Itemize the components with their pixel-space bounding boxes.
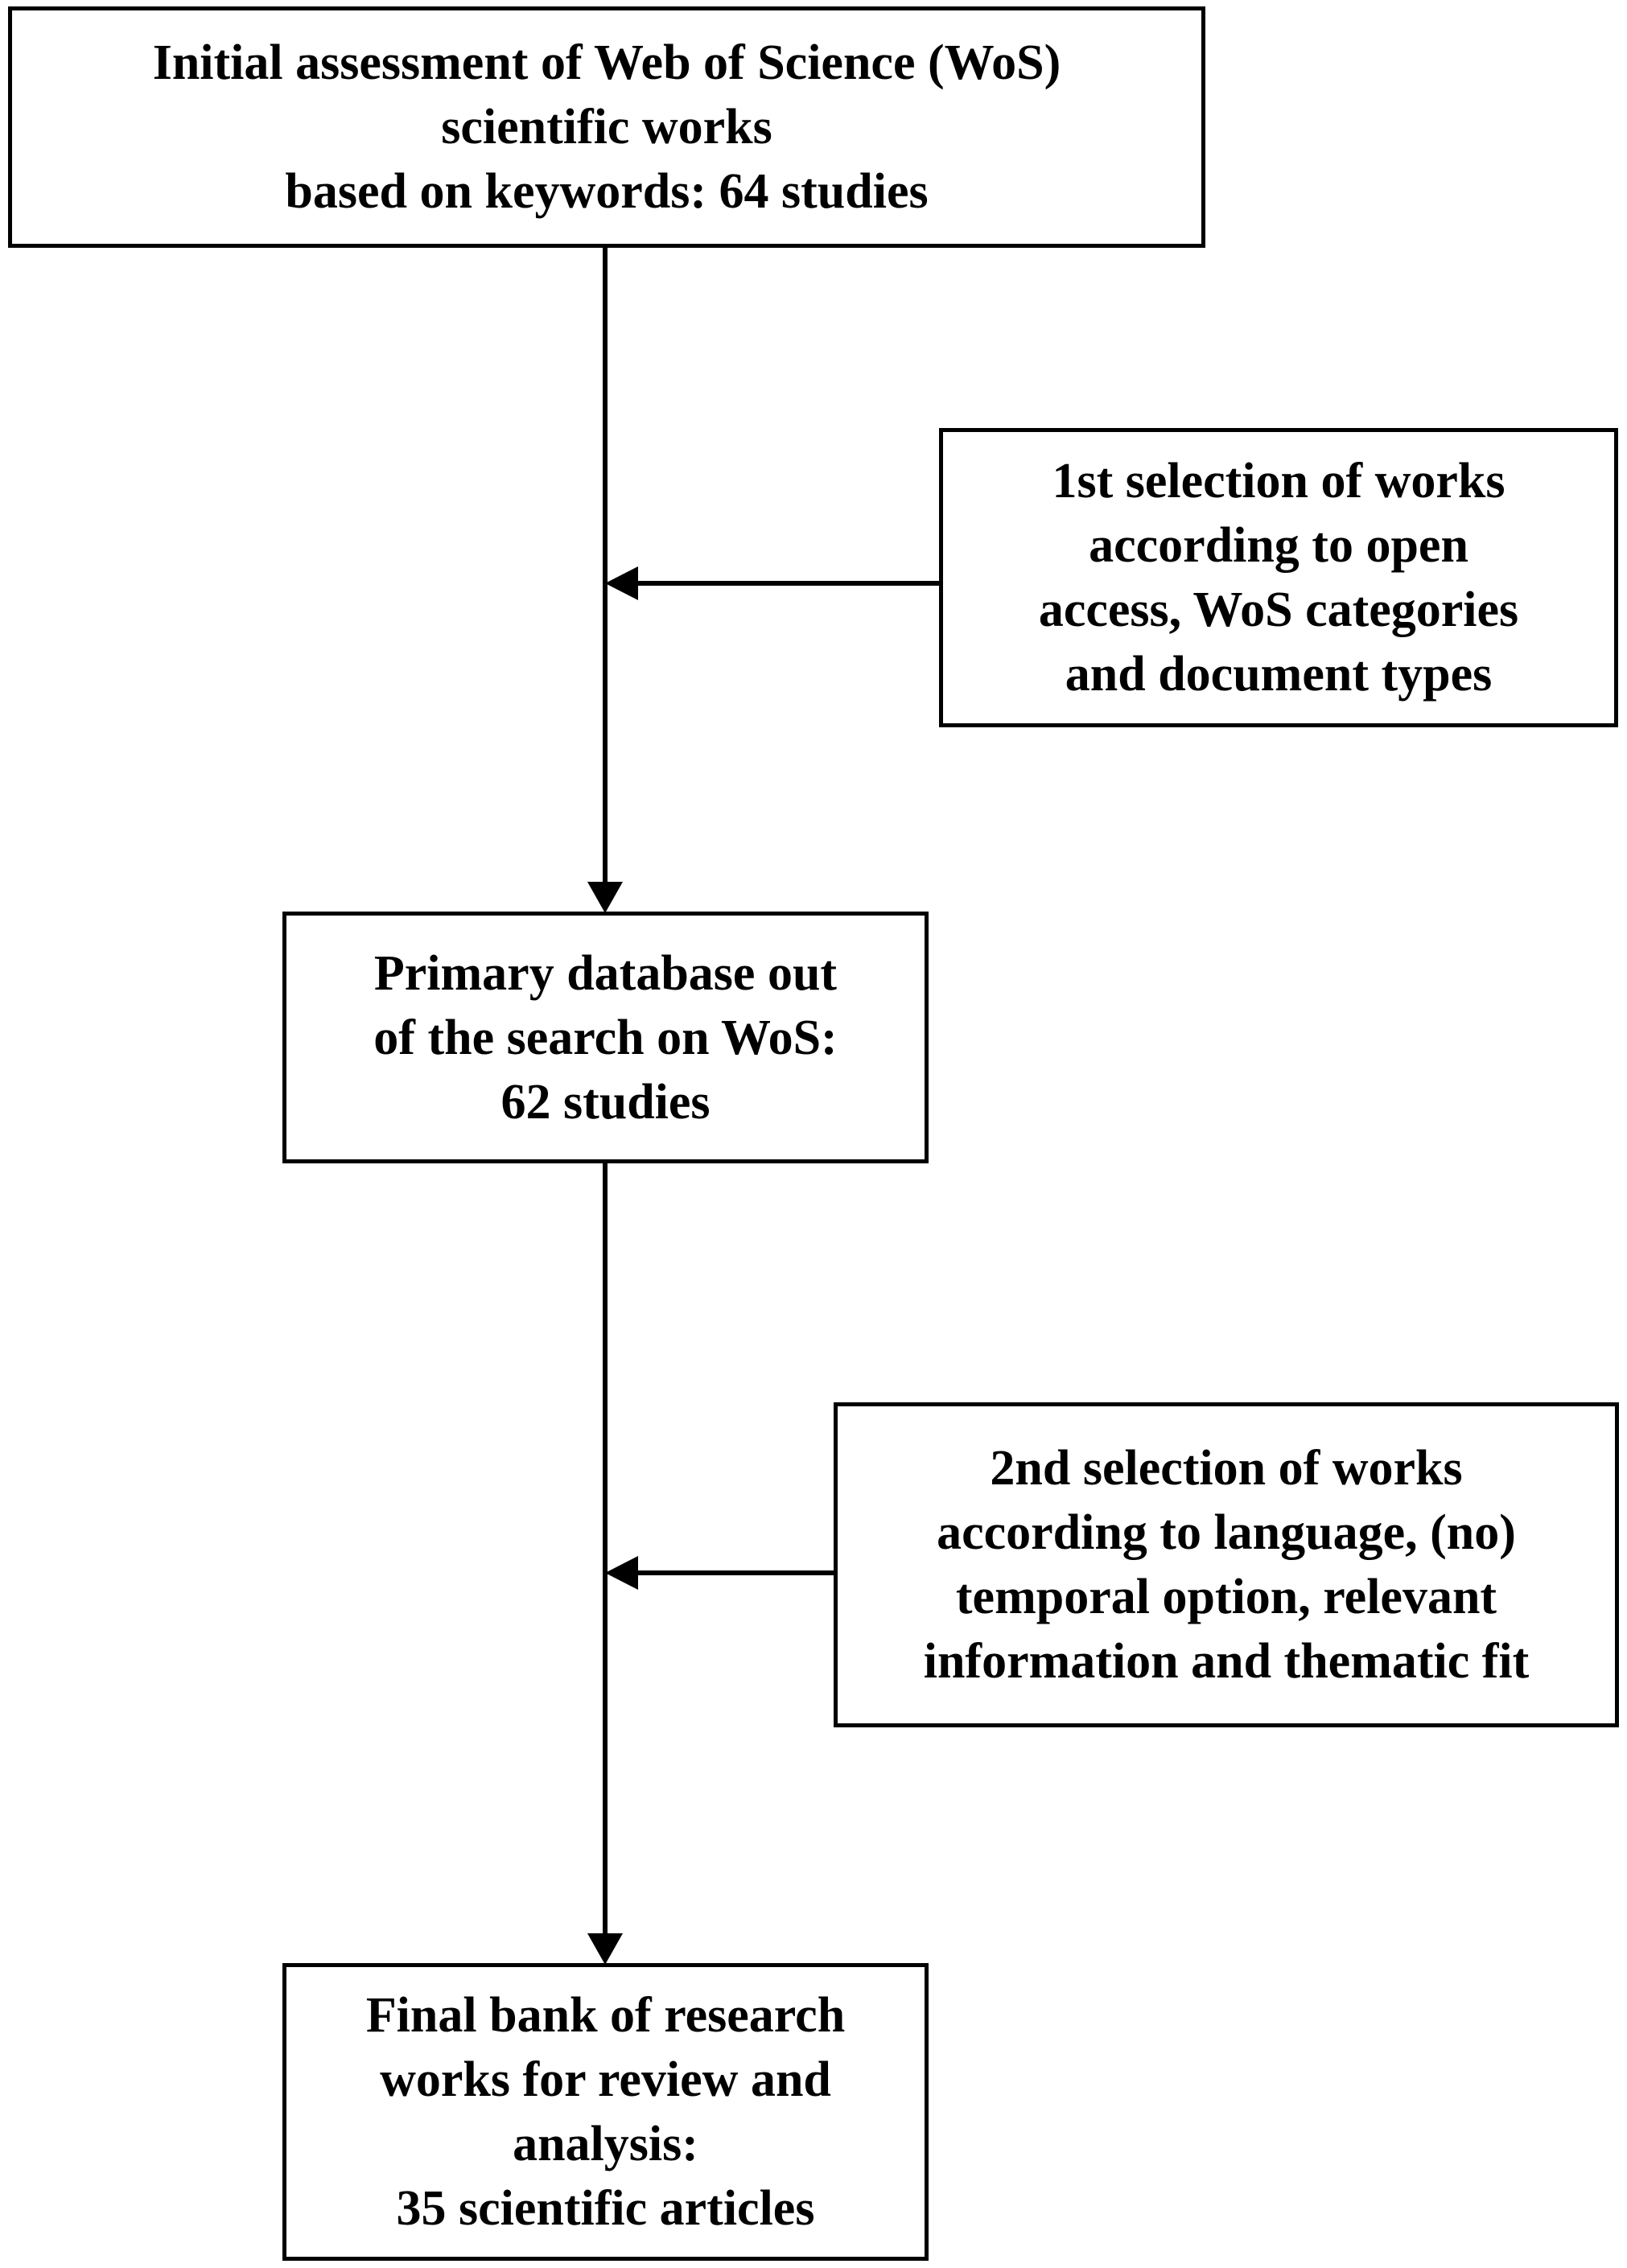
box-second-selection-line-4: information and thematic fit [923,1634,1530,1689]
box-final-bank-line-4: 35 scientific articles [396,2181,815,2236]
box-first-selection: 1st selection of works according to open… [939,428,1618,727]
box-final-bank-line-1: Final bank of research [365,1988,846,2043]
arrowhead-filter2-into-main [605,1556,638,1590]
box-initial-assessment-line-1: Initial assessment of Web of Science (Wo… [152,35,1061,90]
box-initial-assessment-line-2: scientific works [441,100,772,154]
box-initial-assessment-line-3: based on keywords: 64 studies [285,164,929,219]
box-first-selection-line-3: access, WoS categories [1038,582,1519,637]
arrowhead-into-box2 [587,882,623,913]
box-second-selection-line-1: 2nd selection of works [990,1441,1463,1496]
box-second-selection-line-3: temporal option, relevant [955,1570,1497,1624]
arrowhead-into-box3 [587,1933,623,1965]
box-primary-database-line-1: Primary database out [373,945,838,1001]
box-primary-database-line-2: of the search on WoS: [373,1010,838,1065]
box-final-bank: Final bank of research works for review … [282,1963,929,2261]
box-second-selection: 2nd selection of works according to lang… [834,1402,1619,1727]
box-primary-database-line-3: 62 studies [500,1074,711,1130]
arrowhead-filter1-into-main [605,566,638,600]
box-final-bank-line-3: analysis: [513,2117,698,2171]
box-first-selection-line-2: according to open [1089,518,1468,573]
box-first-selection-line-1: 1st selection of works [1052,454,1505,508]
box-second-selection-line-2: according to language, (no) [937,1505,1516,1560]
box-primary-database: Primary database out of the search on Wo… [282,912,929,1163]
box-initial-assessment: Initial assessment of Web of Science (Wo… [8,6,1205,248]
box-final-bank-line-2: works for review and [380,2052,831,2107]
box-first-selection-line-4: and document types [1065,647,1493,702]
